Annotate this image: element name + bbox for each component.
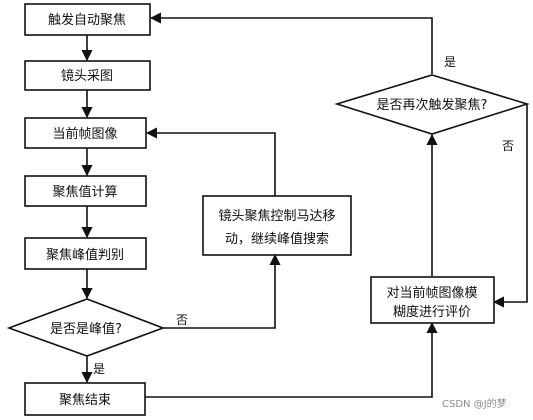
label-peak-yes: 是	[93, 362, 105, 376]
label-peak-no: 否	[176, 313, 188, 327]
node-evaluate-blur: 对当前帧图像模 糊度进行评价	[370, 276, 495, 324]
connectors	[81, 12, 528, 398]
node-focus-compute-label: 聚焦值计算	[52, 184, 117, 200]
node-current-frame: 当前帧图像	[24, 117, 147, 149]
node-trigger-autofocus-label: 触发自动聚焦	[48, 12, 126, 28]
node-capture-image: 镜头采图	[24, 60, 151, 91]
node-peak-judge: 聚焦峰值判别	[24, 237, 147, 270]
arrow-refocus-to-trigger	[149, 12, 433, 74]
node-peak-judge-label: 聚焦峰值判别	[46, 247, 124, 263]
node-motor-control-line2: 动，继续峰值搜索	[225, 231, 329, 247]
node-motor-control-line1: 镜头聚焦控制马达移	[218, 209, 335, 224]
arrow-refocus-to-evaluate	[492, 104, 528, 308]
node-focus-end-label: 聚焦结束	[59, 393, 111, 408]
arrow-motor-to-frame	[145, 127, 276, 196]
arrow-end-to-evaluate	[145, 321, 438, 398]
node-focus-compute: 聚焦值计算	[24, 175, 147, 207]
decision-is-peak: 是否是峰值?	[6, 298, 166, 357]
decision-refocus: 是否再次触发聚焦?	[334, 74, 530, 135]
node-trigger-autofocus: 触发自动聚焦	[24, 3, 151, 36]
decision-is-peak-label: 是否是峰值?	[50, 321, 122, 337]
arrow-diamond-to-motor	[163, 253, 281, 329]
node-motor-control: 镜头聚焦控制马达移 动，继续峰值搜索	[202, 195, 352, 256]
node-capture-image-label: 镜头采图	[61, 69, 113, 84]
label-refocus-yes: 是	[444, 55, 456, 69]
node-focus-end: 聚焦结束	[24, 382, 146, 416]
decision-refocus-label: 是否再次触发聚焦?	[377, 97, 488, 113]
node-evaluate-blur-line1: 对当前帧图像模	[386, 285, 477, 301]
label-refocus-no: 否	[502, 139, 514, 153]
watermark-text: CSDN @J的梦	[442, 397, 507, 410]
node-current-frame-label: 当前帧图像	[52, 126, 117, 142]
node-evaluate-blur-line2: 糊度进行评价	[393, 304, 471, 320]
